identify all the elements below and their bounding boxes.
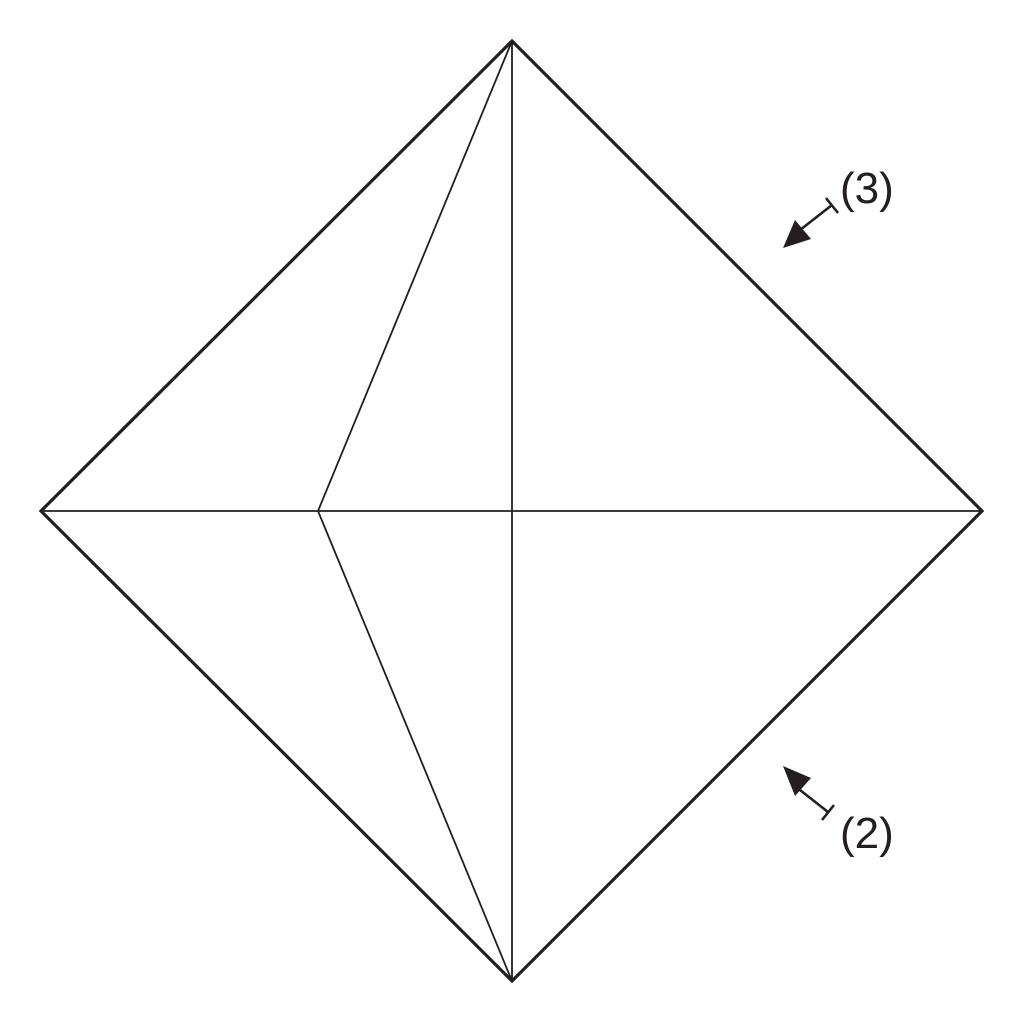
step-label-3: (3)	[840, 164, 894, 213]
step-label-2: (2)	[840, 809, 894, 858]
fold-arrow-lower	[783, 766, 836, 821]
upper-kite-crease	[317, 40, 513, 512]
fold-arrow-upper	[783, 197, 840, 248]
lower-kite-crease	[317, 510, 513, 982]
